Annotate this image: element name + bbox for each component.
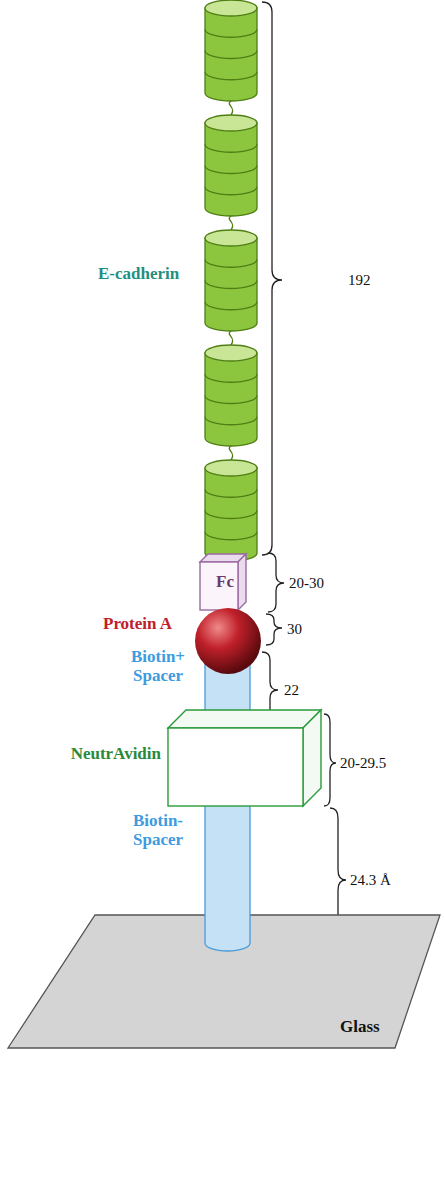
component-label: NeutrAvidin: [5, 745, 161, 764]
protein-a-sphere: Protein A: [95, 605, 265, 677]
glass-plane: [8, 915, 440, 1048]
cylinder-top: [205, 345, 257, 361]
box-top: [168, 710, 321, 728]
cylinder-band: [205, 374, 257, 382]
cylinder-band: [205, 281, 257, 289]
box-side: [303, 710, 321, 806]
cylinder-band: [205, 511, 257, 519]
dimension-label: 24.3 Å: [350, 872, 391, 889]
cylinder-top: [205, 460, 257, 476]
length-brace: [266, 614, 282, 645]
shape-outline: [5, 690, 335, 812]
domain-linker: [229, 331, 232, 345]
cylinder-body: [205, 353, 257, 446]
cadherin-domains: E-cadherin: [90, 0, 270, 565]
dimension-label: 20-30: [289, 575, 324, 592]
length-brace: [330, 808, 346, 932]
cylinder-band: [205, 51, 257, 59]
fc-box: Fc: [196, 545, 252, 615]
cylinder-top: [205, 0, 257, 16]
domain-linker: [229, 216, 232, 230]
component-label: Biotin- Spacer: [120, 812, 196, 849]
biotin-spacer-cylinder: Biotin- Spacer: [118, 785, 255, 953]
component-label: Fc: [208, 573, 242, 592]
cylinder-band: [205, 302, 257, 310]
cylinder-body: [205, 8, 257, 101]
cylinder-band: [205, 166, 257, 174]
cylinder-top: [205, 230, 257, 246]
component-label: E-cadherin: [98, 265, 179, 284]
dimension-label: 22: [284, 682, 299, 699]
dimension-label: 20-29.5: [340, 755, 386, 772]
cylinder-top: [205, 115, 257, 131]
cylinder-band: [205, 489, 257, 497]
component-label: Biotin+ Spacer: [120, 648, 196, 685]
cylinder-band: [205, 532, 257, 540]
neutravidin-box: NeutrAvidin: [5, 690, 335, 812]
shape-outline: [118, 785, 255, 953]
box-front: [168, 728, 303, 806]
cylinder-band: [205, 396, 257, 404]
component-label: Glass: [340, 1018, 380, 1037]
cylinder-band: [205, 72, 257, 80]
length-brace: [262, 2, 282, 555]
box-side: [238, 554, 246, 610]
cylinder-body: [205, 238, 257, 331]
cylinder-top: [205, 654, 250, 670]
domain-linker: [229, 446, 232, 460]
cylinder-band: [205, 187, 257, 195]
cylinder-band: [205, 144, 257, 152]
dimension-label: 192: [348, 272, 371, 289]
length-brace: [324, 714, 336, 806]
sphere: [195, 608, 261, 674]
cylinder-body: [205, 468, 257, 561]
length-brace: [268, 553, 284, 612]
cylinder-band: [205, 417, 257, 425]
cylinder-body: [205, 793, 250, 951]
cylinder-top: [205, 785, 250, 801]
cylinder-band: [205, 29, 257, 37]
domain-linker: [229, 101, 232, 115]
dimension-label: 30: [287, 621, 302, 638]
cylinder-body: [205, 123, 257, 216]
cylinder-band: [205, 259, 257, 267]
component-label: Protein A: [103, 615, 172, 634]
